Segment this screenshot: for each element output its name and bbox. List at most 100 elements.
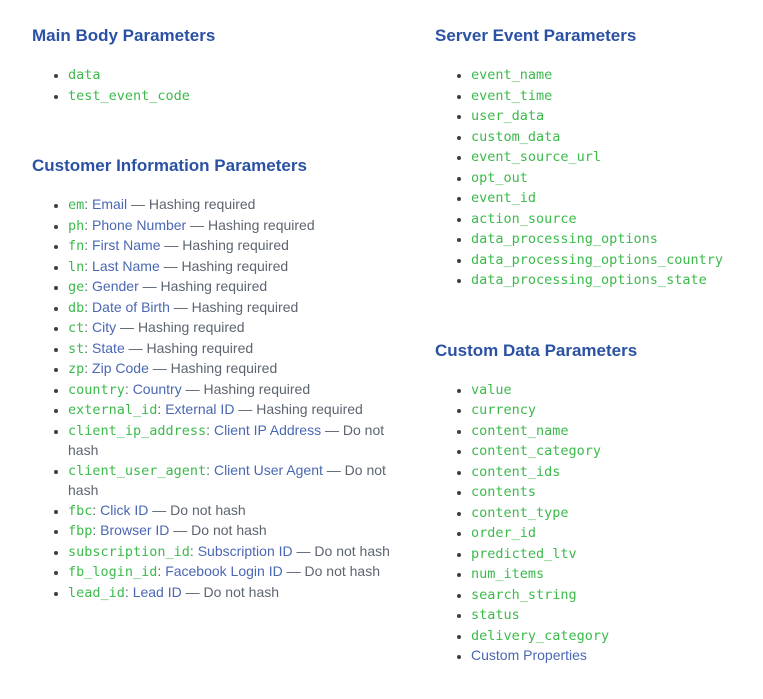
parameter-item: fb_login_id: Facebook Login ID — Do not …: [68, 562, 403, 583]
parameter-code: country: [68, 381, 125, 398]
right-column: Server Event Parametersevent_nameevent_t…: [435, 24, 749, 666]
parameter-code: ph: [68, 217, 85, 234]
parameter-code: ct: [68, 320, 85, 336]
parameter-note: — Hashing required: [148, 360, 278, 376]
parameter-code: fbp: [68, 523, 93, 539]
parameter-list: em: Email — Hashing requiredph: Phone Nu…: [32, 195, 403, 603]
parameter-item: subscription_id: Subscription ID — Do no…: [68, 542, 403, 563]
parameter-code: content_ids: [471, 463, 561, 480]
parameter-link[interactable]: First Name: [92, 237, 161, 253]
parameter-link[interactable]: State: [92, 339, 125, 356]
parameter-item: custom_data: [471, 127, 749, 148]
parameter-link[interactable]: Country: [132, 380, 182, 397]
parameter-note: — Do not hash: [282, 563, 380, 579]
parameter-note: — Do not hash: [169, 522, 267, 538]
parameter-note: — Hashing required: [169, 298, 299, 315]
parameter-item: fbp: Browser ID — Do not hash: [68, 521, 403, 542]
colon-separator: :: [157, 401, 166, 417]
parameter-code: data: [68, 67, 101, 83]
parameter-code: action_source: [471, 210, 577, 227]
colon-separator: :: [84, 339, 93, 356]
parameter-item: status: [471, 605, 749, 626]
parameter-code: data_processing_options_state: [471, 272, 707, 288]
parameter-code: fb_login_id: [68, 564, 158, 580]
parameter-link[interactable]: Browser ID: [100, 522, 170, 538]
parameter-code: contents: [471, 484, 537, 500]
parameter-link[interactable]: Gender: [92, 278, 139, 294]
parameter-link[interactable]: Facebook Login ID: [165, 563, 283, 579]
parameter-item: event_name: [471, 65, 749, 86]
parameter-item: currency: [471, 400, 749, 421]
parameter-note: — Do not hash: [68, 421, 385, 459]
parameter-link[interactable]: Client User Agent: [213, 461, 323, 478]
parameter-item: ph: Phone Number — Hashing required: [68, 216, 403, 237]
parameter-link[interactable]: Phone Number: [92, 216, 187, 233]
parameter-link[interactable]: Client IP Address: [213, 421, 322, 438]
parameter-link[interactable]: City: [92, 319, 117, 335]
parameter-item: data_processing_options_country: [471, 250, 749, 271]
parameter-item: st: State — Hashing required: [68, 339, 403, 360]
parameter-link[interactable]: Click ID: [100, 501, 149, 518]
parameter-code: em: [68, 197, 85, 213]
parameter-code: ge: [68, 279, 85, 295]
parameter-link[interactable]: Zip Code: [92, 360, 149, 376]
parameter-code: opt_out: [471, 169, 528, 186]
colon-separator: :: [157, 563, 166, 579]
parameter-item: test_event_code: [68, 86, 403, 107]
parameter-code: predicted_ltv: [471, 545, 577, 562]
parameter-code: user_data: [471, 108, 545, 124]
parameter-item: search_string: [471, 585, 749, 606]
parameter-item: data_processing_options: [471, 229, 749, 250]
parameter-code: test_event_code: [68, 87, 190, 104]
parameter-item: ge: Gender — Hashing required: [68, 277, 403, 298]
parameter-link[interactable]: Email: [92, 196, 128, 212]
parameter-note: — Do not hash: [292, 542, 390, 559]
parameter-item: predicted_ltv: [471, 544, 749, 565]
parameter-code: event_source_url: [471, 149, 602, 165]
parameter-code: content_name: [471, 422, 569, 439]
left-column: Main Body Parametersdatatest_event_codeC…: [32, 24, 403, 666]
parameter-code: data_processing_options: [471, 231, 658, 247]
parameter-link[interactable]: External ID: [165, 401, 235, 417]
parameter-note: — Hashing required: [138, 278, 268, 294]
parameter-item: fn: First Name — Hashing required: [68, 236, 403, 257]
parameter-item: contents: [471, 482, 749, 503]
parameter-list: event_nameevent_timeuser_datacustom_data…: [435, 65, 749, 291]
parameter-link[interactable]: Last Name: [92, 257, 160, 274]
parameter-note: — Hashing required: [186, 216, 315, 233]
parameter-link[interactable]: Custom Properties: [471, 647, 587, 663]
parameter-item: lead_id: Lead ID — Do not hash: [68, 583, 403, 604]
colon-separator: :: [84, 216, 93, 233]
colon-separator: :: [124, 380, 133, 397]
parameter-list: data test_event_code: [32, 65, 403, 106]
parameter-list: valuecurrencycontent_namecontent_categor…: [435, 380, 749, 666]
parameter-item: country: Country — Hashing required: [68, 380, 403, 401]
parameter-item: action_source: [471, 209, 749, 230]
parameter-link[interactable]: Date of Birth: [92, 298, 170, 315]
colon-separator: :: [84, 360, 93, 376]
colon-separator: :: [124, 583, 133, 600]
parameter-note: — Hashing required: [181, 380, 311, 397]
parameter-code: status: [471, 607, 520, 623]
parameter-code: client_user_agent: [68, 462, 207, 479]
parameter-item: order_id: [471, 523, 749, 544]
parameter-item: em: Email — Hashing required: [68, 195, 403, 216]
parameter-code: data_processing_options_country: [471, 251, 723, 268]
parameter-item: client_ip_address: Client IP Address — D…: [68, 421, 403, 461]
parameter-note: — Hashing required: [127, 196, 256, 212]
parameter-note: — Do not hash: [148, 501, 246, 518]
parameter-item: data_processing_options_state: [471, 270, 749, 291]
parameter-note: — Hashing required: [159, 257, 289, 274]
parameter-item: db: Date of Birth — Hashing required: [68, 298, 403, 319]
parameter-link[interactable]: Subscription ID: [197, 542, 293, 559]
section-title: Customer Information Parameters: [32, 156, 307, 175]
parameter-link[interactable]: Lead ID: [132, 583, 182, 600]
parameter-note: — Hashing required: [234, 401, 363, 417]
section-customer-information-parameters: Customer Information Parameters em: Email…: [32, 154, 403, 603]
parameter-code: num_items: [471, 566, 545, 582]
parameter-note: — Hashing required: [124, 339, 254, 356]
parameter-note: — Do not hash: [181, 583, 280, 600]
parameter-item: Custom Properties: [471, 646, 749, 666]
parameter-item: num_items: [471, 564, 749, 585]
section-server-event-parameters: Server Event Parametersevent_nameevent_t…: [435, 24, 749, 291]
